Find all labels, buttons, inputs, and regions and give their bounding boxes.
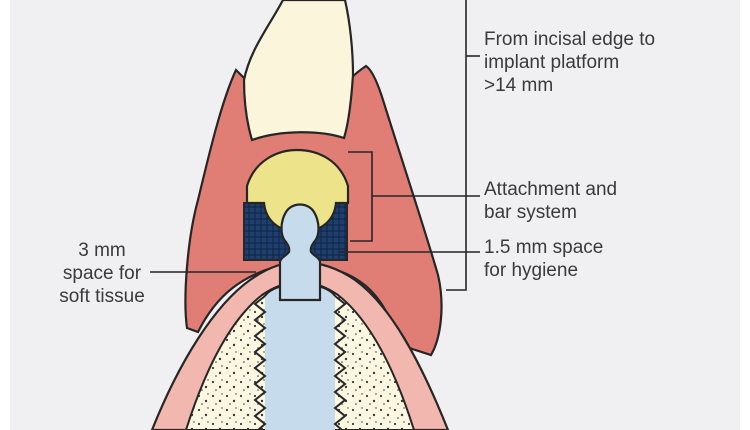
tooth-crown: [242, 0, 355, 142]
ball-abutment: [278, 203, 322, 302]
label-incisal-to-platform: From incisal edge to implant platform >1…: [484, 29, 656, 96]
implant-body: [265, 284, 335, 430]
implant-threads-left: [253, 295, 267, 430]
label-attachment-bar-system: Attachment and bar system: [484, 179, 618, 223]
label-soft-tissue-space: 3 mm space for soft tissue: [59, 240, 145, 307]
label-hygiene-space: 1.5 mm space for hygiene: [484, 237, 604, 281]
implant-threads-right: [333, 295, 347, 430]
incisal-dimension-bracket: [446, 0, 467, 291]
